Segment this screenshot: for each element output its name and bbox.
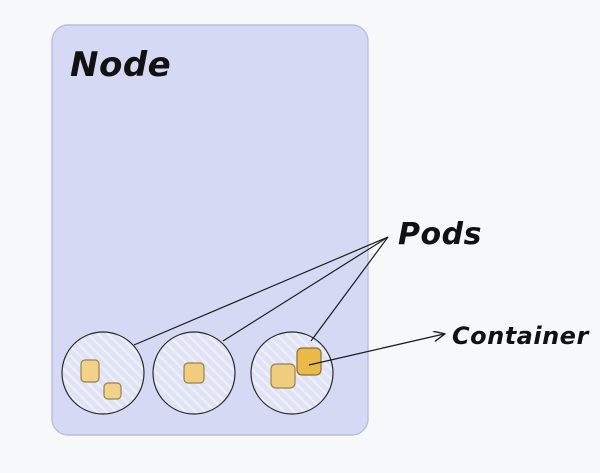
pod-1[interactable] [61,331,145,415]
container-1a[interactable] [80,359,100,383]
container-3a[interactable] [270,363,296,389]
pods-label: Pods [398,217,482,252]
container-callout: Container [308,322,590,366]
container-callout-arrow [308,334,444,366]
pods-callout-line-2 [222,236,389,342]
pod-3[interactable] [250,331,334,415]
pods-callout-lines [133,236,389,346]
pod-2[interactable] [152,331,236,415]
pods-callout-line-1 [133,236,389,346]
pods-callout-line-3 [310,236,389,342]
pod-1-circle [61,331,145,415]
container-3b[interactable] [296,347,322,376]
node-label: Node [70,45,171,85]
container-label: Container [452,322,590,350]
container-2a[interactable] [183,362,205,384]
container-1b[interactable] [103,382,122,400]
